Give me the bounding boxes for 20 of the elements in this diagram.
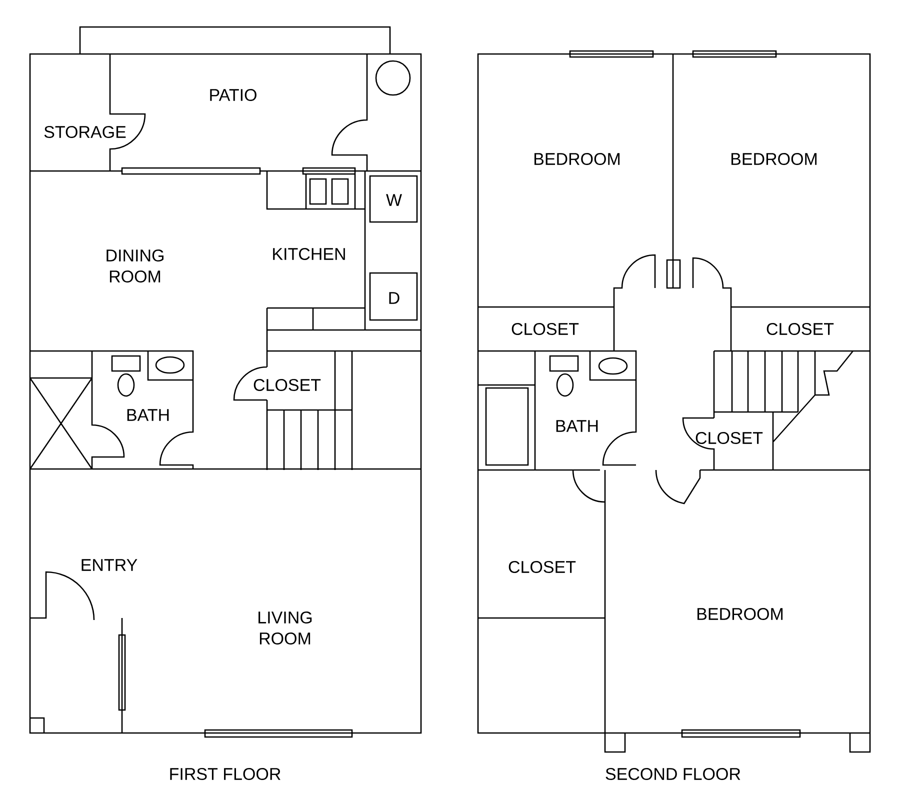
room-label: BATH xyxy=(127,409,169,421)
room-label: BEDROOM xyxy=(534,152,620,166)
room-label: ENTRY xyxy=(82,559,138,571)
room-label: CLOSET xyxy=(254,378,321,392)
room-label: DINING ROOM xyxy=(106,249,164,283)
floor-caption: SECOND FLOOR xyxy=(606,768,740,780)
room-label: KITCHEN xyxy=(273,248,345,260)
room-label: W xyxy=(386,194,402,206)
room-label: LIVING ROOM xyxy=(258,611,312,645)
room-label: D xyxy=(389,292,400,304)
room-label: CLOSET xyxy=(766,322,834,336)
room-label: BEDROOM xyxy=(697,608,783,620)
room-label: BATH xyxy=(556,420,598,432)
room-label: CLOSET xyxy=(508,560,576,574)
room-label: BEDROOM xyxy=(731,152,817,166)
room-label: STORAGE xyxy=(44,126,126,138)
room-label: PATIO xyxy=(210,88,256,102)
floor-caption: FIRST FLOOR xyxy=(170,768,280,780)
room-label: CLOSET xyxy=(512,322,579,336)
room-label: CLOSET xyxy=(696,432,763,444)
